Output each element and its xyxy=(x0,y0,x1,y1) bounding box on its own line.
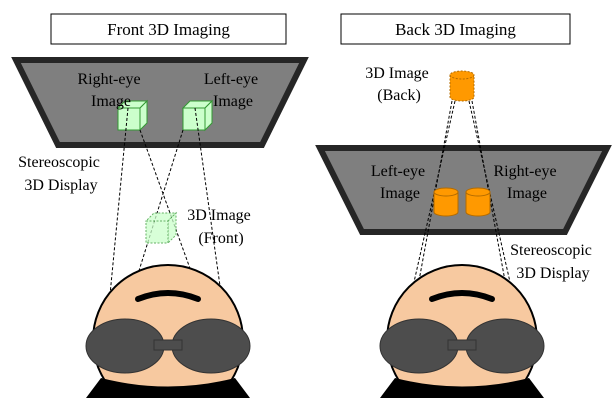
front-imaging-panel: Front 3D Imaging Right-eye Image Left-ey… xyxy=(11,13,309,398)
back-left-eye-label: Left-eye Image xyxy=(371,163,429,202)
back-stereoscopic-display xyxy=(315,145,612,235)
front-title: Front 3D Imaging xyxy=(107,20,230,39)
back-left-eye-cylinder-icon xyxy=(433,187,459,217)
front-left-eye-cube-icon xyxy=(181,99,214,132)
front-right-eye-cube-icon xyxy=(116,99,149,132)
front-left-eye-label: Left-eye Image xyxy=(204,71,262,110)
front-viewer-head-icon xyxy=(85,264,251,398)
front-display-caption: Stereoscopic 3D Display xyxy=(18,154,104,194)
front-3d-image-label: 3D Image (Front) xyxy=(187,207,255,247)
back-viewer-head-icon xyxy=(379,264,545,398)
back-3d-image-label: 3D Image (Back) xyxy=(365,65,433,104)
back-title-box xyxy=(340,13,571,45)
back-3d-image-cylinder-icon xyxy=(449,70,475,102)
back-display-caption: Stereoscopic 3D Display xyxy=(510,242,596,282)
front-stereoscopic-display xyxy=(11,57,309,148)
front-title-box xyxy=(50,13,287,45)
front-3d-image-cube-icon xyxy=(144,211,178,245)
back-right-eye-cylinder-icon xyxy=(465,187,491,217)
back-title: Back 3D Imaging xyxy=(395,20,516,39)
back-right-eye-label: Right-eye Image xyxy=(493,163,560,202)
front-right-eye-label: Right-eye Image xyxy=(77,71,144,110)
back-imaging-panel: Back 3D Imaging 3D Image (Back) xyxy=(315,13,612,398)
